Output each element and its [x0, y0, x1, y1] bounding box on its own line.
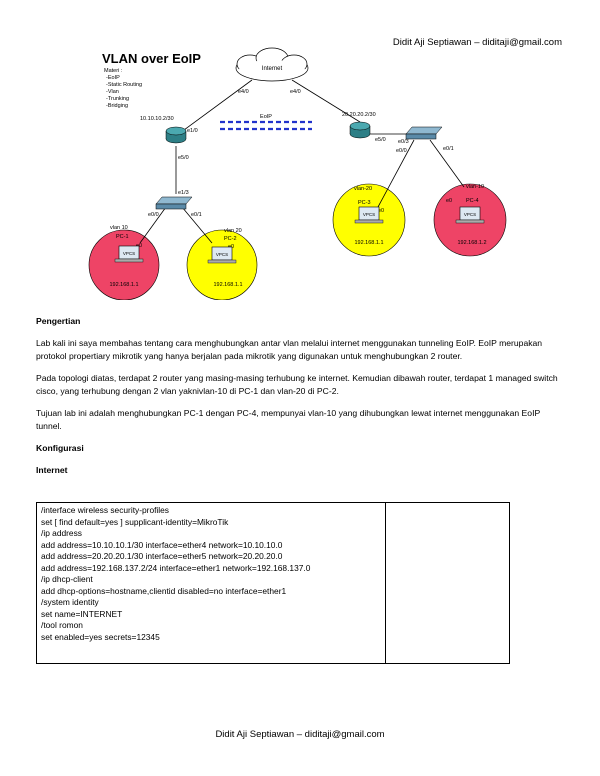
config-line: add address=20.20.20.1/30 interface=ethe…	[41, 551, 283, 561]
sw2-uplink-label: e0/3	[398, 139, 409, 145]
internet-cloud-icon	[235, 47, 309, 82]
vlan20-group-left	[186, 229, 258, 301]
config-table: /interface wireless security-profiles se…	[36, 502, 510, 664]
config-line: /interface wireless security-profiles	[41, 505, 169, 515]
network-diagram: VLAN over EoIP Materi : -EoIP -Static Ro…	[60, 42, 580, 301]
page-header: Didit Aji Septiawan – diditaji@gmail.com	[392, 37, 562, 48]
pc3-name-label: PC-3	[358, 200, 371, 206]
link-sw1-pc2	[181, 206, 213, 244]
pc-4-icon[interactable]: VPCS	[455, 206, 485, 224]
link-r2-internet	[291, 79, 361, 123]
pc2-name-label: PC-2	[224, 236, 237, 242]
materi-item: -EoIP	[106, 75, 120, 81]
section-heading-konfigurasi: Konfigurasi	[36, 443, 84, 453]
pc2-vlan-label: vlan 20	[224, 228, 242, 234]
paragraph-topology: Pada topologi diatas, terdapat 2 router …	[36, 373, 558, 396]
config-line: add address=192.168.137.2/24 interface=e…	[41, 562, 311, 573]
switch-2-icon[interactable]	[405, 126, 443, 140]
config-line: /system identity	[41, 597, 99, 607]
pc1-name-label: PC-1	[116, 234, 129, 240]
config-line: add dhcp-options=hostname,clientid disab…	[41, 585, 287, 596]
document-body: Pengertian Lab kali ini saya membahas te…	[36, 315, 564, 486]
config-line: /ip dhcp-client	[41, 574, 93, 584]
pc-3-icon[interactable]: VPCS	[354, 206, 384, 224]
paragraph-goal: Tujuan lab ini adalah menghubungkan PC-1…	[36, 408, 541, 431]
pc1-vpcs-label: VPCS	[123, 251, 135, 256]
config-line: add address=10.10.10.1/30 interface=ethe…	[41, 539, 283, 550]
pc4-vpcs-label: VPCS	[464, 212, 476, 217]
link-sw1-pc1	[139, 206, 167, 244]
config-line: set enabled=yes secrets=12345	[41, 631, 160, 642]
pc1-ip-label: 192.168.1.1	[109, 282, 138, 288]
config-empty-cell	[386, 503, 509, 663]
sw1-uplink-label: e1/3	[178, 190, 189, 196]
r1-ip-label: 10.10.10.2/30	[140, 116, 174, 122]
pc2-ip-label: 192.168.1.1	[213, 282, 242, 288]
pc3-nic-label: e0	[378, 208, 384, 214]
r1-lan-label: e5/0	[178, 155, 189, 161]
pc-2-icon[interactable]: VPCS	[207, 246, 237, 264]
pc4-vlan-label: vlan-10	[466, 184, 484, 190]
eoip-label: EoIP	[260, 114, 272, 120]
sw2-p1-label: e0/0	[396, 148, 407, 154]
page-footer: Didit Aji Septiawan – diditaji@gmail.com	[215, 729, 385, 740]
vlan10-group-left	[88, 229, 160, 301]
diagram-title: VLAN over EoIP	[102, 51, 201, 66]
pc3-ip-label: 192.168.1.1	[354, 240, 383, 246]
internet-label: Internet	[262, 66, 283, 72]
router-1-icon[interactable]	[165, 126, 187, 144]
pc3-vpcs-label: VPCS	[363, 212, 375, 217]
switch-1-icon[interactable]	[155, 196, 193, 210]
r1-wan-label: e4/0	[238, 89, 249, 95]
pc4-ip-label: 192.168.1.2	[457, 240, 486, 246]
pc-1-icon[interactable]: VPCS	[114, 245, 144, 263]
config-line: /tool romon	[41, 620, 83, 630]
link-sw2-pc4	[429, 139, 465, 188]
r2-lan-label: e5/0	[375, 137, 386, 143]
materi-heading: Materi :	[104, 68, 123, 74]
pc4-nic-label: e0	[446, 198, 452, 204]
pc3-vlan-label: vlan-20	[354, 186, 372, 192]
materi-item: -Vlan	[106, 89, 119, 95]
section-heading-internet: Internet	[36, 465, 68, 475]
r2-wan-label: e4/0	[290, 89, 301, 95]
section-heading-pengertian: Pengertian	[36, 316, 81, 326]
pc2-vpcs-label: VPCS	[216, 252, 228, 257]
r2-ip-label: 20.20.20.2/30	[342, 112, 376, 118]
config-line: set name=INTERNET	[41, 608, 123, 619]
sw1-p2-label: e0/1	[191, 212, 202, 218]
link-r1-internet	[183, 79, 253, 131]
sw2-p2-label: e0/1	[443, 146, 454, 152]
paragraph-intro: Lab kali ini saya membahas tentang cara …	[36, 338, 543, 361]
sw1-p1-label: e0/0	[148, 212, 159, 218]
config-line: set [ find default=yes ] supplicant-iden…	[41, 516, 229, 527]
config-code-cell: /interface wireless security-profiles se…	[37, 503, 386, 663]
link-sw2-pc3	[377, 139, 415, 208]
r1-port-label: e1/0	[187, 128, 198, 134]
materi-item: -Static Routing	[106, 82, 142, 88]
pc1-vlan-label: vlan 10	[110, 225, 128, 231]
materi-item: -Trunking	[106, 96, 129, 102]
router-2-icon[interactable]	[349, 121, 371, 139]
config-line: /ip address	[41, 528, 82, 538]
pc4-name-label: PC-4	[466, 198, 479, 204]
topology-svg: VLAN over EoIP Materi : -EoIP -Static Ro…	[88, 47, 507, 301]
materi-item: -Bridging	[106, 103, 128, 109]
